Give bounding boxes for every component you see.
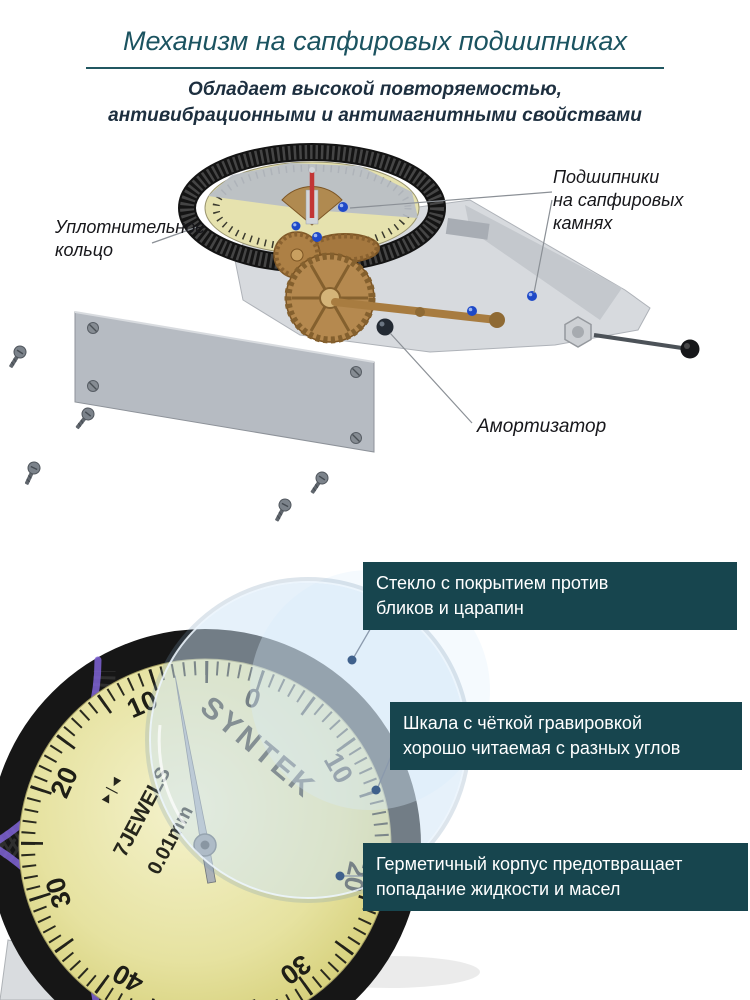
contact-ball	[680, 339, 700, 359]
plate-screw	[87, 322, 99, 334]
plate-screw	[350, 366, 362, 378]
mounting-plate	[74, 311, 375, 453]
sapphire-bearings	[291, 202, 537, 316]
plate-screw	[350, 432, 362, 444]
mechanism-illustration	[9, 143, 700, 522]
feature-glass-coating: Стекло с покрытием против бликов и царап…	[363, 562, 737, 631]
feature-connectors	[335, 625, 393, 881]
feature-sealed-housing: Герметичный корпус предотвращает попадан…	[363, 843, 748, 912]
screw	[75, 407, 95, 430]
screw	[310, 471, 329, 494]
header: Механизм на сапфировых подшипниках Облад…	[0, 0, 750, 128]
screw	[275, 498, 292, 522]
indicator-dial-top	[178, 143, 446, 273]
header-divider	[86, 67, 664, 69]
damper	[376, 318, 394, 336]
callout-damper: Амортизатор	[477, 416, 607, 437]
screw	[9, 345, 27, 368]
callout-sapphire-bearings: Подшипники на сапфировых камнях	[553, 167, 684, 234]
screw	[24, 461, 41, 485]
loose-screws	[9, 345, 329, 522]
callout-lines	[151, 191, 553, 424]
callout-seal-ring: Уплотнительное кольцо	[55, 217, 206, 261]
stylus-assembly	[564, 316, 700, 359]
stylus-rod	[593, 333, 683, 350]
feature-engraved-scale: Шкала с чёткой гравировкой хорошо читаем…	[390, 702, 742, 771]
plate-screw	[87, 380, 99, 392]
gear-train	[273, 231, 505, 344]
page-title: Механизм на сапфировых подшипниках	[123, 26, 627, 56]
page-subtitle: Обладает высокой повторяемостью, антивиб…	[108, 79, 642, 126]
